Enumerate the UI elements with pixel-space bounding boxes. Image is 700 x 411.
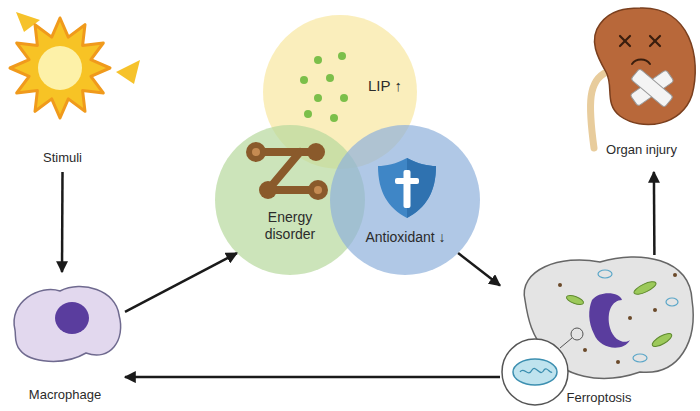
flow-arrow: [458, 253, 500, 286]
node-label: Stimuli: [10, 150, 115, 166]
stimuli-node: Stimuli: [10, 5, 115, 172]
node-label: Organ injury: [585, 142, 698, 158]
node-label: Macrophage: [5, 387, 125, 403]
node-label: Ferroptosis: [500, 390, 698, 406]
venn-circle: Antioxidant ↓: [330, 125, 480, 275]
venn-circle: LIP ↑: [263, 15, 417, 169]
energy-molecule: [246, 142, 328, 200]
flow-arrow: [61, 172, 64, 272]
macrophage-node: Macrophage: [5, 272, 125, 405]
ferroptosis-node: Ferroptosis: [500, 255, 698, 408]
node-label: Antioxidant ↓: [348, 229, 463, 246]
macrophage-cell: [14, 287, 121, 362]
flow-arrow: [653, 172, 656, 255]
flow-arrow: [125, 376, 500, 379]
stimuli-icon: [10, 12, 140, 118]
iron-dots: [300, 52, 348, 122]
flow-arrow: [125, 253, 237, 312]
node-label: LIP ↑: [355, 77, 415, 95]
venn-circles: [215, 15, 480, 275]
node-label: Energy disorder: [250, 209, 330, 243]
ferroptotic-cell: [502, 257, 693, 405]
organ-injury-node: Organ injury: [585, 5, 698, 172]
antioxidant-shield: [378, 158, 436, 218]
kidney-organ: [590, 8, 695, 148]
venn-circle: Energy disorder: [215, 125, 365, 275]
